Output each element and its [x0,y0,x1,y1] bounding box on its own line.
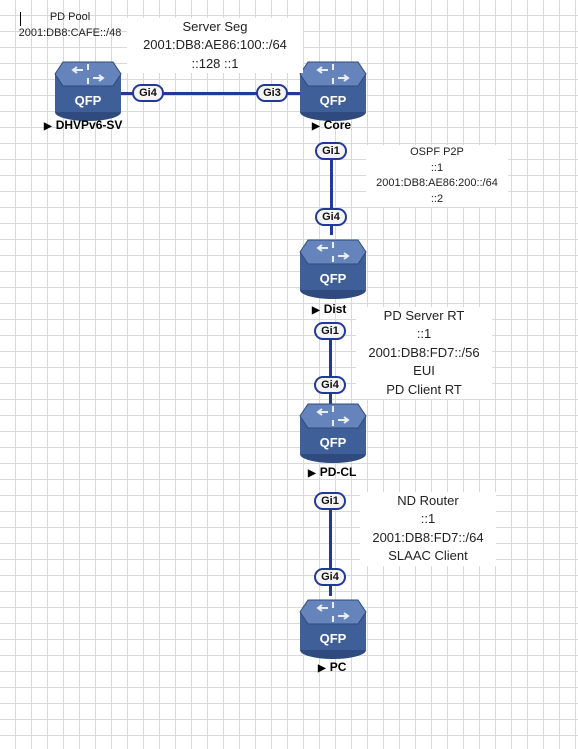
play-marker-icon: ▶ [312,121,320,132]
qfp-router-icon: QFP [299,403,367,463]
link-dist-pdcl [329,322,332,404]
port-pc-gi4[interactable]: Gi4 [314,568,346,586]
note-pd-pool[interactable]: PD Pool 2001:DB8:CAFE::/48 [10,10,130,41]
router-dist[interactable]: QFP [298,234,368,300]
play-marker-icon: ▶ [312,305,320,316]
play-marker-icon: ▶ [308,468,316,479]
note-pd-server-rt[interactable]: PD Server RT ::1 2001:DB8:FD7::/56 EUI P… [356,307,492,400]
note-line: PD Server RT [383,308,465,323]
qfp-badge: QFP [320,271,347,286]
note-line: ND Router [397,493,459,508]
note-line: EUI [413,363,435,379]
note-line: 2001:DB8:FD7::/64 [372,529,484,545]
note-line: SLAAC Client [388,548,468,564]
node-label-dist: ▶Dist [312,302,346,316]
play-marker-icon: ▶ [44,121,52,132]
note-line: ::1 [416,326,432,342]
router-core[interactable]: QFP [298,56,368,122]
note-line: 2001:DB8:AE86:200::/64 [376,177,498,190]
link-core-dist [330,150,333,235]
node-label-pc: ▶PC [318,660,346,674]
note-line: ::2 [430,192,444,205]
router-dhcpv6-sv[interactable]: QFP [53,56,123,122]
link-dhcp-core [120,92,320,95]
port-dist-gi1[interactable]: Gi1 [314,322,346,340]
note-server-seg[interactable]: Server Seg 2001:DB8:AE86:100::/64 ::128 … [127,18,303,74]
port-core-gi3[interactable]: Gi3 [256,84,288,102]
qfp-router-icon: QFP [299,61,367,121]
qfp-router-icon: QFP [299,599,367,659]
note-nd-router[interactable]: ND Router ::1 2001:DB8:FD7::/64 SLAAC Cl… [360,492,496,566]
note-line: Server Seg [182,19,248,34]
link-pdcl-pc [329,492,332,596]
qfp-router-icon: QFP [299,239,367,299]
note-line: 2001:DB8:CAFE::/48 [18,26,122,39]
note-line: 2001:DB8:FD7::/56 [368,344,480,360]
qfp-badge: QFP [320,93,347,108]
note-line: ::1 [420,511,436,527]
router-pd-cl[interactable]: QFP [298,398,368,464]
note-line: 2001:DB8:AE86:100::/64 [143,37,287,53]
note-line: PD Pool [49,11,91,23]
qfp-badge: QFP [320,435,347,450]
port-core-gi1[interactable]: Gi1 [315,142,347,160]
node-name: Dist [323,302,347,316]
node-label-pd-cl: ▶PD-CL [308,465,356,479]
port-pdcl-gi4[interactable]: Gi4 [314,376,346,394]
qfp-badge: QFP [75,93,102,108]
note-line: ::1 [430,161,444,174]
port-dhcp-gi4[interactable]: Gi4 [132,84,164,102]
text-cursor [20,12,21,26]
node-label-dhcpv6-sv: ▶DHVPv6-SV [44,118,122,132]
qfp-router-icon: QFP [54,61,122,121]
node-name: PD-CL [319,465,357,479]
port-pdcl-gi1[interactable]: Gi1 [314,492,346,510]
note-line: PD Client RT [386,381,462,397]
node-name: Core [323,118,352,132]
play-marker-icon: ▶ [318,663,326,674]
router-pc[interactable]: QFP [298,594,368,660]
qfp-badge: QFP [320,631,347,646]
port-dist-gi4[interactable]: Gi4 [315,208,347,226]
note-line: OSPF P2P [410,146,464,158]
note-ospf-p2p[interactable]: OSPF P2P ::1 2001:DB8:AE86:200::/64 ::2 [366,145,508,208]
node-name: PC [329,660,347,674]
node-name: DHVPv6-SV [55,118,123,132]
node-label-core: ▶Core [312,118,351,132]
note-line: ::128 ::1 [191,55,239,71]
